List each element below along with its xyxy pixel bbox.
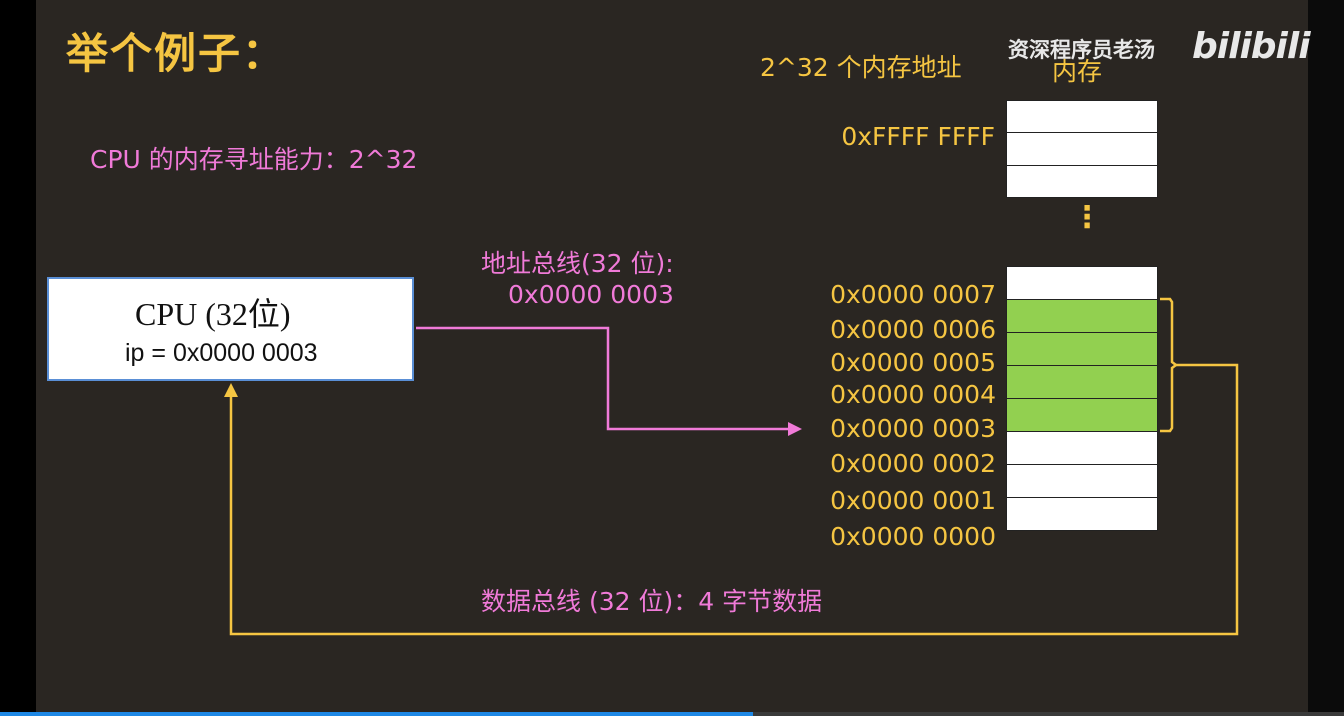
address-bus-arrow: [416, 326, 790, 431]
top-address-label: 0xFFFF FFFF: [841, 122, 995, 151]
memory-cell-top-2: [1006, 132, 1158, 166]
address-bus-label: 地址总线(32 位):: [481, 249, 674, 278]
video-progress-bar[interactable]: [0, 712, 1344, 716]
data-bus-line: [229, 363, 1239, 636]
memory-cell-top-3: [1006, 165, 1158, 198]
address-label: 0x0000 0004: [830, 380, 996, 409]
bilibili-logo: bilibili: [1192, 26, 1311, 67]
address-bus-value: 0x0000 0003: [508, 280, 674, 309]
memory-cell-0001: [1006, 464, 1158, 498]
address-bus-arrowhead: [788, 422, 802, 436]
memory-label: 内存: [1052, 57, 1103, 86]
address-label: 0x0000 0002: [830, 449, 996, 478]
memory-cell-0002: [1006, 431, 1158, 465]
addressing-capability-text: CPU 的内存寻址能力：2^32: [90, 145, 418, 174]
channel-watermark: 资深程序员老汤: [1008, 38, 1155, 62]
video-side-bar: [1308, 0, 1344, 716]
address-label: 0x0000 0003: [830, 414, 996, 443]
memory-address-count-label: 2^32 个内存地址: [760, 53, 962, 82]
address-label: 0x0000 0006: [830, 315, 996, 344]
cpu-instruction-pointer: ip = 0x0000 0003: [125, 339, 318, 367]
video-progress-fill: [0, 712, 753, 716]
address-label: 0x0000 0000: [830, 522, 996, 551]
address-label: 0x0000 0005: [830, 348, 996, 377]
memory-cell-0000: [1006, 497, 1158, 531]
cpu-box: CPU (32位) ip = 0x0000 0003: [47, 277, 414, 381]
data-bus-label: 数据总线 (32 位)：4 字节数据: [481, 587, 823, 616]
address-label: 0x0000 0001: [830, 486, 996, 515]
data-bus-arrowhead: [224, 383, 238, 397]
address-label: 0x0000 0007: [830, 280, 996, 309]
memory-ellipsis: ⋮: [1072, 200, 1102, 235]
slide-title: 举个例子：: [66, 29, 287, 78]
cpu-title: CPU (32位): [135, 296, 291, 332]
data-bracket: [1160, 297, 1179, 433]
